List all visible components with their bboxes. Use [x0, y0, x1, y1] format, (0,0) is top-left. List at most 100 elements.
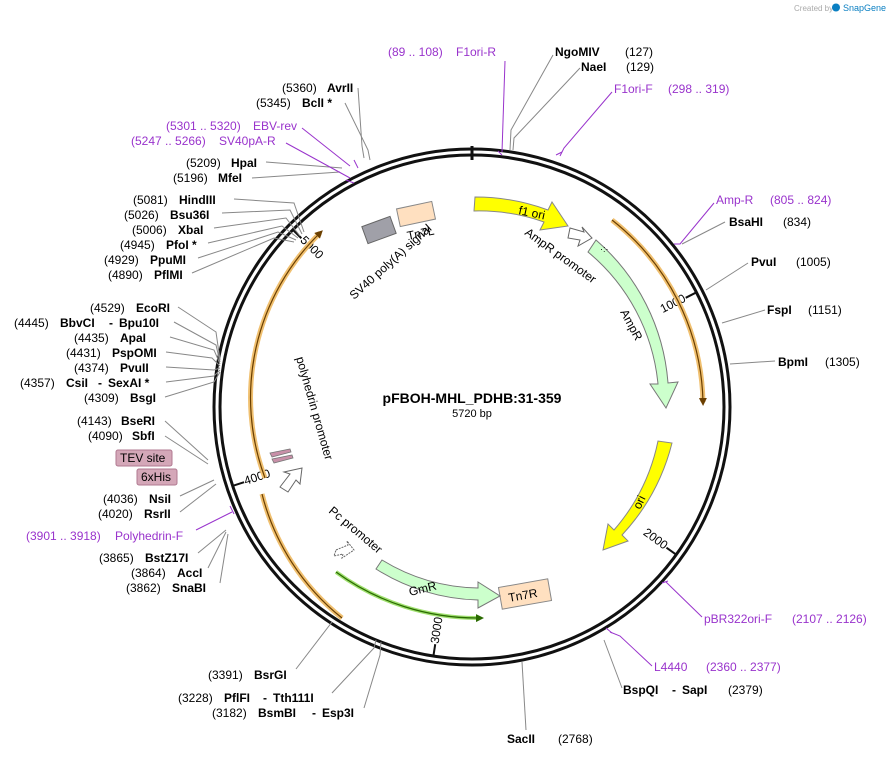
site-name-acci[interactable]: AccI	[177, 566, 202, 580]
site-name-bspqi[interactable]: BspQI	[623, 683, 658, 697]
primer-name-pbr322ori-f[interactable]: pBR322ori-F	[704, 612, 772, 626]
plasmid-name: pFBOH-MHL_PDHB:31-359	[383, 390, 562, 406]
site-name2-bpu10i[interactable]: Bpu10I	[119, 316, 159, 330]
site-name-pspomi[interactable]: PspOMI	[112, 346, 157, 360]
site-name-pflmi[interactable]: PflMI	[154, 268, 183, 282]
feature-pc-promoter[interactable]	[333, 540, 355, 560]
feature-dots: ·:·	[600, 244, 609, 254]
feature-ampr[interactable]	[587, 239, 679, 410]
site-name-pflfi[interactable]: PflFI	[224, 691, 250, 705]
site-pos-hindiii: (5081)	[133, 193, 168, 207]
site-sep-pflfi: -	[263, 691, 267, 705]
site-name2-esp3i[interactable]: Esp3I	[322, 706, 354, 720]
site-name2-sapi[interactable]: SapI	[682, 683, 707, 697]
feature-ampr-promoter[interactable]	[567, 226, 593, 248]
feature-label-tn7l: Tn7L	[406, 223, 436, 242]
primer-name-f1ori-f[interactable]: F1ori-F	[614, 82, 653, 96]
site-name-bsmbi[interactable]: BsmBI	[258, 706, 296, 720]
tick-label: 3000	[428, 616, 446, 645]
site-name-bsahi[interactable]: BsaHI	[729, 215, 763, 229]
site-name-ngomiv[interactable]: NgoMIV	[555, 45, 600, 59]
feature-tev-site[interactable]	[269, 448, 292, 458]
site-name-bsu36i[interactable]: Bsu36I	[170, 208, 209, 222]
tev-site-label: TEV site	[120, 451, 166, 465]
site-name-snabi[interactable]: SnaBI	[172, 581, 206, 595]
leader-lines	[164, 54, 776, 731]
site-name2-sexai[interactable]: SexAI *	[108, 376, 150, 390]
site-name-ecori[interactable]: EcoRI	[136, 301, 170, 315]
primer-name-l4440[interactable]: L4440	[654, 660, 688, 674]
site-name-nsii[interactable]: NsiI	[149, 492, 171, 506]
site-name-avrii[interactable]: AvrII	[327, 81, 353, 95]
site-name-ppumi[interactable]: PpuMI	[150, 253, 186, 267]
feature-label-f1-ori: f1 ori	[517, 203, 546, 222]
site-name-sacii[interactable]: SacII	[507, 732, 535, 746]
primer-name-ebv-rev[interactable]: EBV-rev	[253, 119, 297, 133]
site-name2-tth111i[interactable]: Tth111I	[273, 691, 314, 705]
site-name-hpai[interactable]: HpaI	[231, 156, 257, 170]
site-name-xbai[interactable]: XbaI	[178, 223, 203, 237]
feature-tn7r[interactable]	[497, 578, 553, 610]
primer-range-amp-r: (805 .. 824)	[770, 193, 831, 207]
primer-range-l4440: (2360 .. 2377)	[706, 660, 781, 674]
site-pos-acci: (3864)	[131, 566, 166, 580]
feature-label-pc-promoter: Pc promoter	[326, 504, 385, 557]
plasmid-length: 5720 bp	[452, 408, 492, 420]
site-name-mfei[interactable]: MfeI	[218, 171, 242, 185]
site-pos-bstz17i: (3865)	[99, 551, 134, 565]
site-name-bcli[interactable]: BclI *	[302, 96, 332, 110]
site-name-pvui[interactable]: PvuI	[751, 255, 776, 269]
6xhis-badge[interactable]	[136, 468, 178, 486]
site-sep-bsmbi: -	[312, 706, 316, 720]
site-name-bsgi[interactable]: BsgI	[130, 391, 156, 405]
site-name-csii[interactable]: CsiI	[66, 376, 88, 390]
6xhis-label: 6xHis	[141, 470, 171, 484]
tick-mark	[665, 546, 676, 555]
site-name-sbfi[interactable]: SbfI	[132, 429, 155, 443]
site-pos-pvui: (1005)	[796, 255, 831, 269]
site-pos-pspomi: (4431)	[66, 346, 101, 360]
watermark-text: Created by	[794, 4, 833, 13]
site-pos-apai: (4435)	[74, 331, 109, 345]
feature-f1-ori[interactable]	[473, 196, 569, 231]
primer-name-sv40pa-r[interactable]: SV40pA-R	[219, 134, 276, 148]
site-name-rsrii[interactable]: RsrII	[144, 507, 171, 521]
site-name-apai[interactable]: ApaI	[120, 331, 146, 345]
feature-label-tn7r: Tn7R	[507, 586, 539, 605]
feature-6xhis[interactable]	[271, 454, 294, 464]
site-name-bbvci[interactable]: BbvCI	[60, 316, 95, 330]
primer-name-polyhedrin-f[interactable]: Polyhedrin-F	[115, 529, 183, 543]
site-pos-csii: (4357)	[20, 376, 55, 390]
feature-tn7l[interactable]	[395, 200, 437, 228]
primer-name-f1ori-r[interactable]: F1ori-R	[456, 45, 496, 59]
primer-name-amp-r[interactable]: Amp-R	[716, 193, 754, 207]
feature-ori[interactable]	[602, 440, 673, 551]
site-pos-bbvci: (4445)	[14, 316, 49, 330]
site-pos-bsmbi: (3182)	[212, 706, 247, 720]
site-pos-ecori: (4529)	[90, 301, 125, 315]
site-name-bsrgi[interactable]: BsrGI	[254, 668, 287, 682]
site-name-hindiii[interactable]: HindIII	[179, 193, 216, 207]
site-name-pvuii[interactable]: PvuII	[120, 361, 149, 375]
site-name-pfoi[interactable]: PfoI *	[166, 238, 197, 252]
feature-gmr[interactable]	[375, 559, 501, 609]
site-name-bseri[interactable]: BseRI	[121, 414, 155, 428]
site-pos-snabi: (3862)	[126, 581, 161, 595]
primer-range-sv40pa-r: (5247 .. 5266)	[131, 134, 206, 148]
feature-sv40-polya[interactable]	[361, 215, 397, 245]
primer-range-f1ori-f: (298 .. 319)	[668, 82, 729, 96]
site-name-naei[interactable]: NaeI	[581, 60, 606, 74]
site-name-bpmi[interactable]: BpmI	[778, 355, 808, 369]
primer-range-polyhedrin-f: (3901 .. 3918)	[26, 529, 101, 543]
primer-arc-amp-line	[611, 219, 707, 406]
site-name-fspi[interactable]: FspI	[767, 303, 792, 317]
site-pos-nsii: (4036)	[103, 492, 138, 506]
primer-range-pbr322ori-f: (2107 .. 2126)	[792, 612, 867, 626]
feature-polyhedrin-promoter[interactable]	[279, 467, 303, 493]
site-pos-mfei: (5196)	[173, 171, 208, 185]
site-pos-bpmi: (1305)	[825, 355, 860, 369]
tev-site-badge[interactable]	[115, 449, 173, 467]
site-pos-rsrii: (4020)	[98, 507, 133, 521]
site-name-bstz17i[interactable]: BstZ17I	[145, 551, 188, 565]
